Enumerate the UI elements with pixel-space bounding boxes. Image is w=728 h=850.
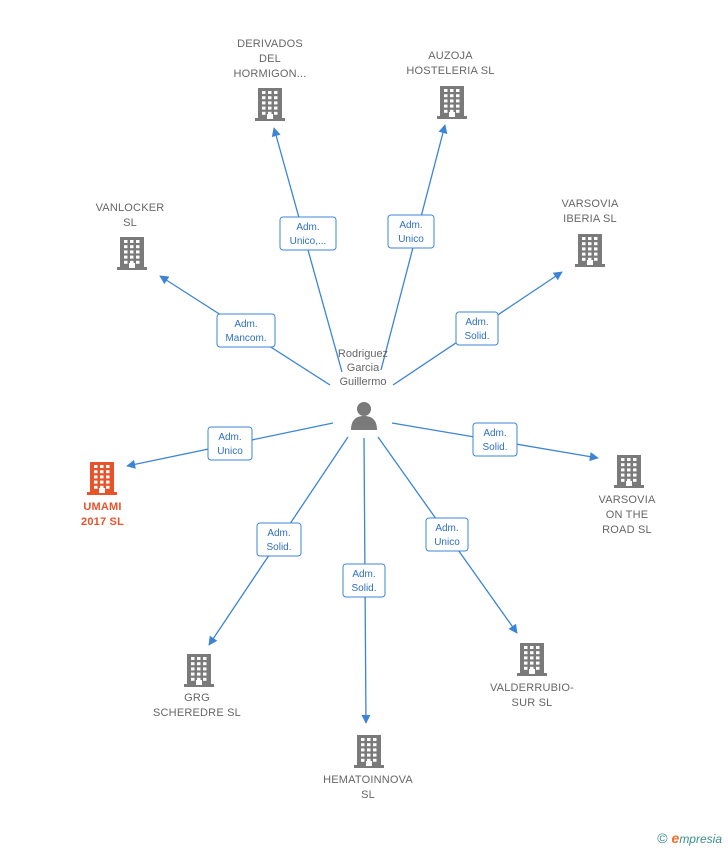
footer-brand: © empresia [657,830,722,846]
role-text: Adm. [234,319,257,330]
role-text: Solid. [464,331,489,342]
building-icon[interactable] [255,87,285,126]
role-text: Solid. [482,442,507,453]
role-text: Adm. [296,222,319,233]
building-icon[interactable] [517,642,547,681]
person-name-label[interactable]: Rodriguez Garcia Guillermo [337,348,389,388]
role-box-auzoja[interactable]: Adm. Unico [387,214,435,249]
role-text: Adm. [352,569,375,580]
role-text: Mancom. [225,333,266,344]
building-icon[interactable] [437,85,467,124]
company-label-vanlocker[interactable]: VANLOCKER SL [95,202,165,229]
building-icon[interactable] [614,454,644,493]
company-label-umami[interactable]: UMAMI 2017 SL [81,501,124,528]
role-box-grg[interactable]: Adm. Solid. [256,522,302,557]
role-box-umami[interactable]: Adm. Unico [207,426,253,461]
role-text: Unico,... [290,236,327,247]
building-icon[interactable] [354,734,384,773]
company-label-hematoinnova[interactable]: HEMATOINNOVA SL [323,774,413,801]
person-icon[interactable] [350,400,378,435]
role-text: Adm. [267,528,290,539]
role-text: Solid. [266,542,291,553]
role-text: Unico [217,446,243,457]
role-box-valderrubio[interactable]: Adm. Unico [425,517,469,552]
building-icon[interactable] [184,653,214,692]
role-box-vanlocker[interactable]: Adm. Mancom. [216,313,276,348]
copyright-icon: © [657,830,668,846]
role-text: Adm. [399,220,422,231]
company-label-auzoja[interactable]: AUZOJA HOSTELERIA SL [406,50,495,77]
role-box-varsovia-iberia[interactable]: Adm. Solid. [455,311,499,346]
company-label-varsovia-road[interactable]: VARSOVIA ON THE ROAD SL [598,494,656,536]
role-text: Adm. [435,523,458,534]
building-icon[interactable] [87,461,117,500]
building-icon[interactable] [575,233,605,272]
role-text: Solid. [351,583,376,594]
role-text: Adm. [218,432,241,443]
role-box-hematoinnova[interactable]: Adm. Solid. [342,563,386,598]
role-box-derivados[interactable]: Adm. Unico,... [279,216,337,251]
role-text: Adm. [465,317,488,328]
role-text: Adm. [483,428,506,439]
company-label-derivados[interactable]: DERIVADOS DEL HORMIGON... [233,38,307,80]
building-icon[interactable] [117,236,147,275]
company-label-valderrubio[interactable]: VALDERRUBIO- SUR SL [489,682,575,709]
company-label-varsovia-iberia[interactable]: VARSOVIA IBERIA SL [561,198,619,225]
role-text: Unico [398,234,424,245]
company-label-grg[interactable]: GRG SCHEREDRE SL [153,692,241,719]
role-text: Unico [434,537,460,548]
role-box-varsovia-road[interactable]: Adm. Solid. [472,422,518,457]
brand-logo[interactable]: empresia [671,830,722,846]
